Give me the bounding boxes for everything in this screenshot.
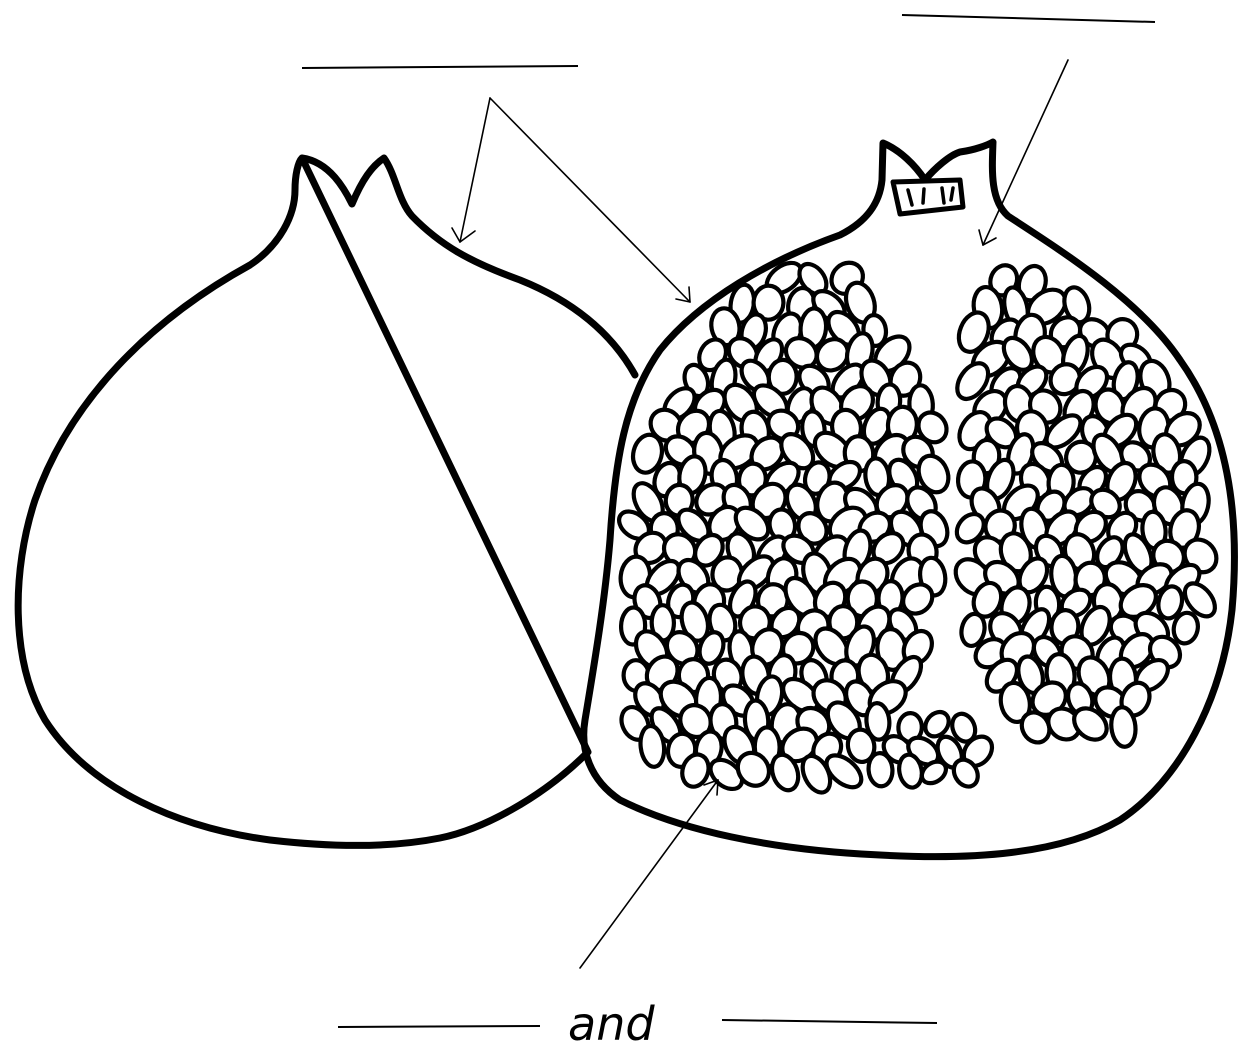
- label-blank-top-right[interactable]: [902, 15, 1155, 22]
- connector-word: and: [568, 997, 655, 1051]
- cut-pomegranate: [584, 142, 1235, 857]
- label-blank-bottom-right[interactable]: [722, 1020, 937, 1023]
- arrow-peel-cut: [490, 98, 690, 302]
- whole-pomegranate-outline: [18, 158, 635, 845]
- arrow-peel-whole: [452, 98, 490, 242]
- arrow-arils: [580, 780, 718, 968]
- label-blank-top-left[interactable]: [302, 66, 578, 68]
- aril-seed: [867, 752, 894, 787]
- aril-cluster-right: [949, 261, 1223, 748]
- label-blank-bottom-left[interactable]: [338, 1026, 540, 1027]
- crown-detail: [908, 188, 953, 205]
